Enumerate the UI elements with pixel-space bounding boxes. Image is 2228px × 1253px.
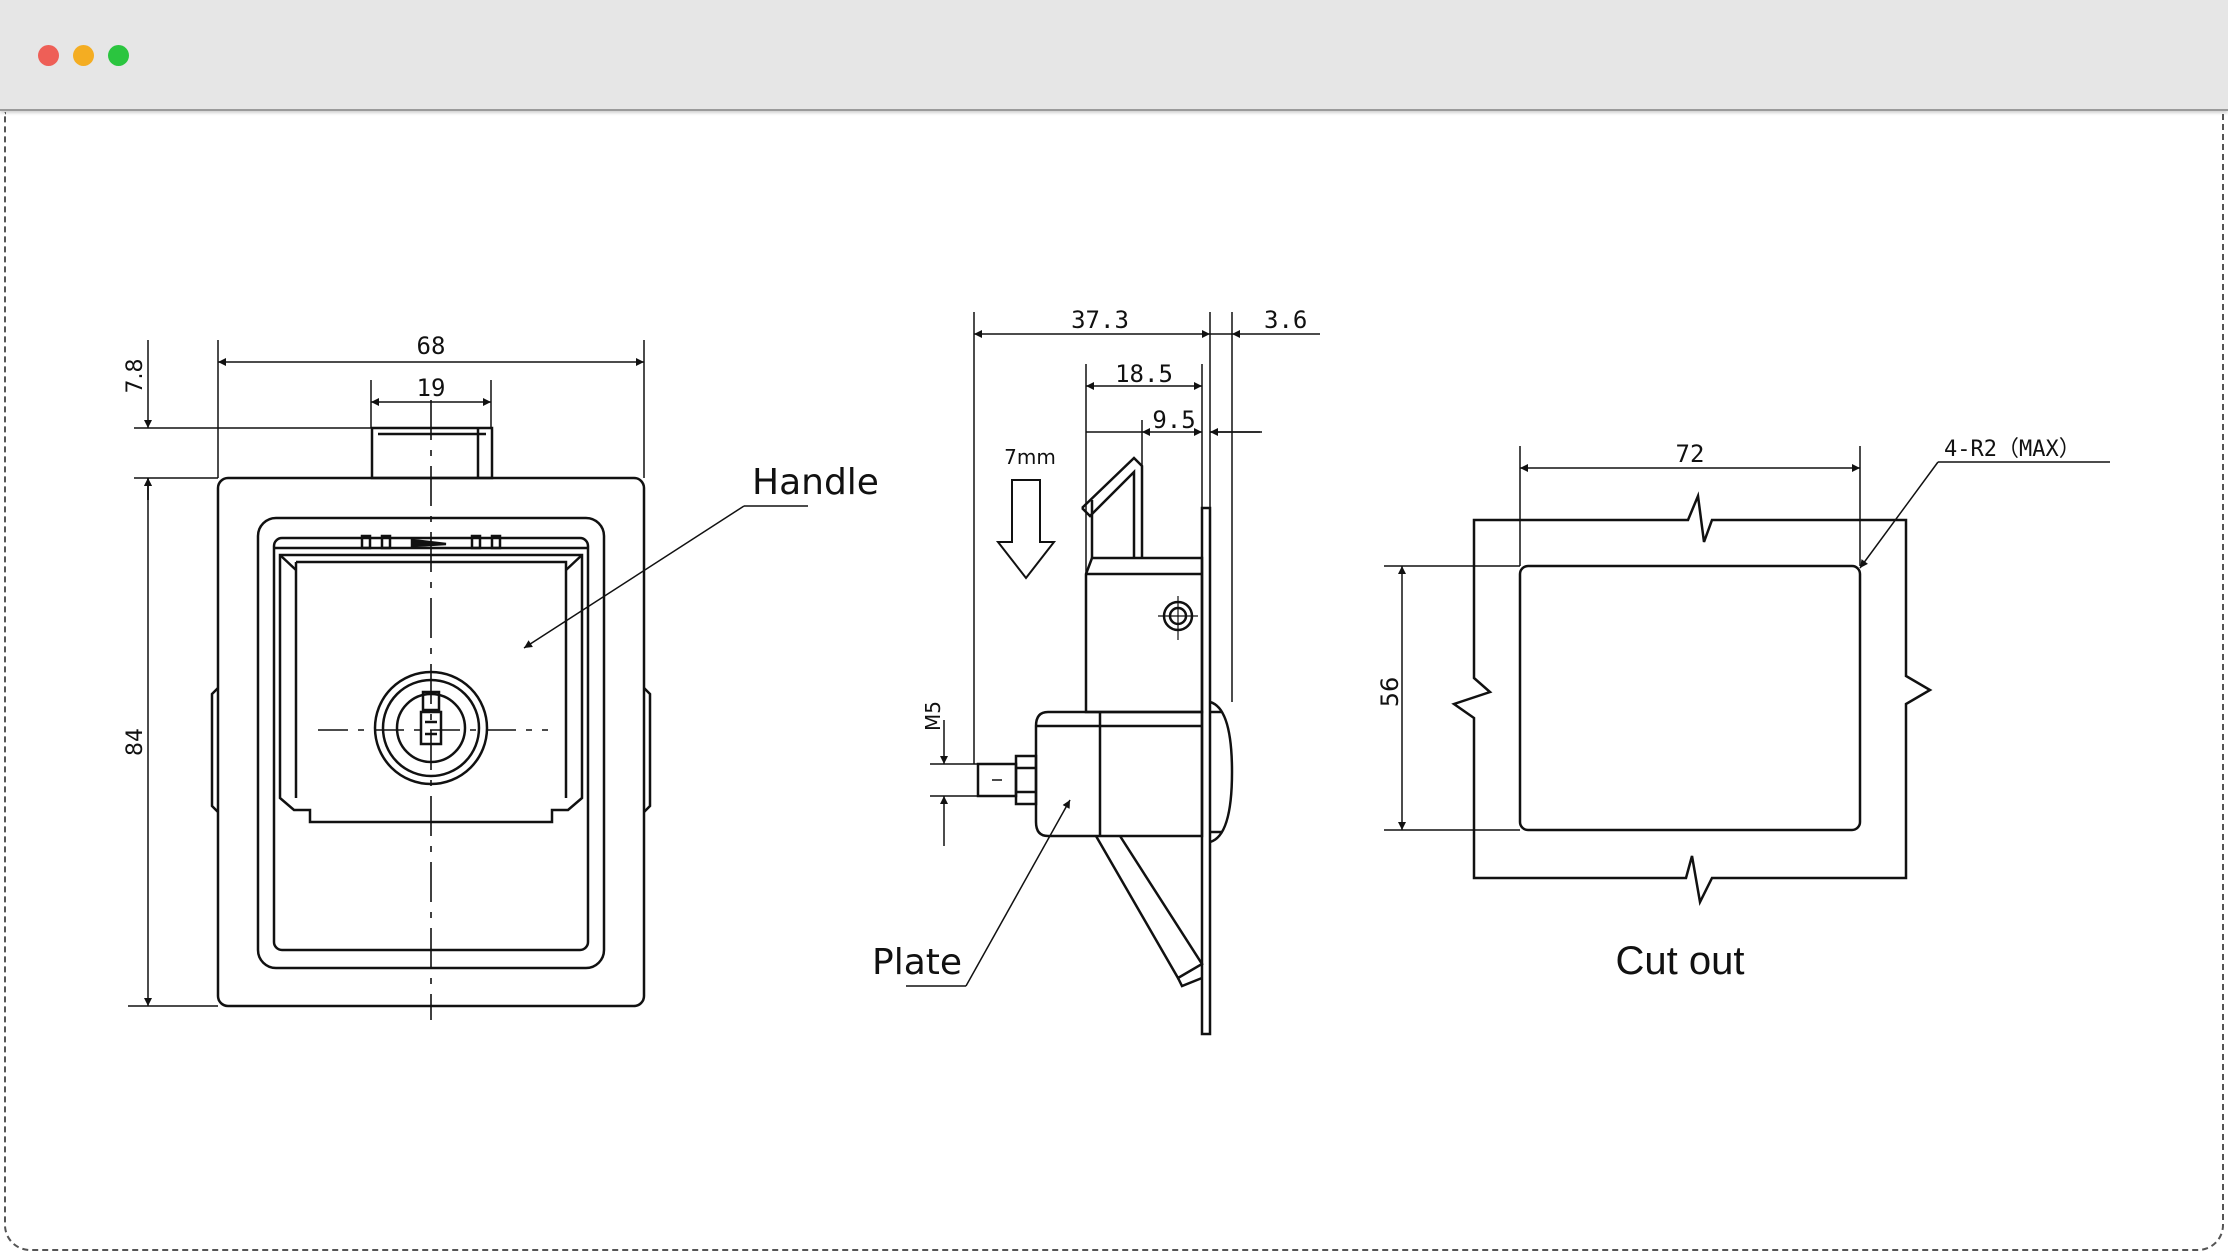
down-arrow-icon — [995, 479, 1057, 580]
front-dim-width: 68 — [417, 332, 446, 360]
side-view — [906, 312, 1320, 1036]
side-thread — [976, 762, 1018, 798]
handle-label: Handle — [752, 462, 879, 503]
plate-label: Plate — [872, 942, 962, 983]
title-bar — [0, 0, 2228, 111]
cutout-caption: Cut out — [1616, 939, 1745, 983]
front-top-latch — [370, 426, 494, 480]
side-flange — [1200, 506, 1212, 1036]
side-dim-small: 9.5 — [1152, 406, 1195, 434]
front-dim-top: 19 — [417, 374, 446, 402]
front-dim-height: 84 — [123, 728, 148, 756]
cutout-dim-height: 56 — [1376, 677, 1404, 708]
side-dim-flange: 3.6 — [1264, 306, 1307, 334]
front-left-bump — [210, 687, 219, 813]
side-body — [1084, 556, 1204, 714]
zoom-button[interactable] — [108, 45, 129, 66]
close-button[interactable] — [38, 45, 59, 66]
drawing-canvas — [4, 112, 2224, 1251]
cutout-dim-radius: 4-R2（MAX） — [1944, 437, 2081, 462]
side-handle-arm — [1094, 835, 1204, 980]
side-nut — [1014, 754, 1038, 806]
front-right-bump — [643, 687, 652, 813]
front-dim-offset: 7.8 — [123, 359, 148, 394]
side-housing — [1034, 710, 1204, 838]
side-dim-thread: M5 — [921, 701, 945, 731]
minimize-button[interactable] — [73, 45, 94, 66]
cutout-panel-boundary — [1451, 491, 1933, 906]
side-dim-travel: 7mm — [1004, 445, 1056, 469]
front-view — [128, 340, 808, 1020]
handle-panel — [278, 553, 584, 824]
side-dim-total: 37.3 — [1071, 306, 1129, 334]
side-dim-mid: 18.5 — [1115, 360, 1173, 388]
cutout-view — [1384, 446, 2110, 906]
cutout-dim-width: 72 — [1676, 440, 1705, 468]
cutout-opening — [1518, 564, 1862, 832]
